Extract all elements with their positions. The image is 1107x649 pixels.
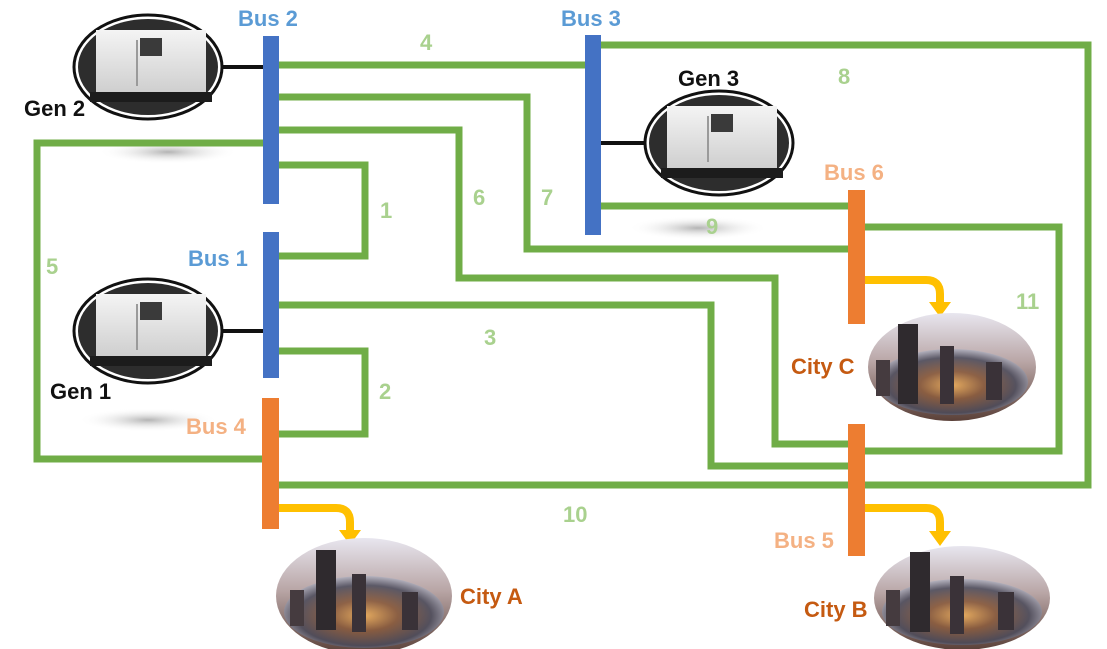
gen-1-label: Gen 1 — [50, 379, 111, 404]
city-a-image — [276, 538, 452, 649]
city-c-image — [868, 313, 1036, 421]
bus-5-label: Bus 5 — [774, 528, 834, 553]
city-a-tower-4 — [402, 592, 418, 630]
bus-6-label: Bus 6 — [824, 160, 884, 185]
city-c-tower-3 — [876, 360, 890, 396]
bus-6-bar — [848, 190, 865, 324]
bus-2-label: Bus 2 — [238, 6, 298, 31]
city-a-tower-3 — [290, 590, 304, 626]
generator-1 — [74, 279, 222, 383]
line-1 — [276, 165, 365, 256]
bus-3-label: Bus 3 — [561, 6, 621, 31]
city-b-tower-4 — [998, 592, 1014, 630]
gen1-base — [90, 356, 212, 366]
gen2-panel — [140, 38, 162, 56]
city-c-tower-2 — [940, 346, 954, 404]
bus-1-bar — [263, 232, 279, 378]
city-c-label: City C — [791, 354, 855, 379]
generator-3 — [645, 91, 793, 195]
line-5-label: 5 — [46, 254, 58, 279]
city-a-tower-1 — [316, 550, 336, 630]
gen-2-label: Gen 2 — [24, 96, 85, 121]
line-10-label: 10 — [563, 502, 587, 527]
generator-2 — [74, 15, 222, 119]
bus-1-label: Bus 1 — [188, 246, 248, 271]
gen1-door — [136, 304, 138, 350]
line-4-label: 4 — [420, 30, 433, 55]
line-2 — [276, 351, 365, 434]
city-a-label: City A — [460, 584, 523, 609]
load-arrow-city-c — [864, 280, 940, 304]
line-6-label: 6 — [473, 185, 485, 210]
city-b-label: City B — [804, 597, 868, 622]
line-8-label: 8 — [838, 64, 850, 89]
gen2-base — [90, 92, 212, 102]
load-arrow-city-a — [276, 508, 350, 532]
city-b-image — [874, 546, 1050, 649]
line-3-label: 3 — [484, 325, 496, 350]
line-2-label: 2 — [379, 379, 391, 404]
city-a-tower-2 — [352, 574, 366, 632]
line-11-label: 11 — [1016, 289, 1039, 314]
arrowhead-city-b — [929, 531, 951, 546]
load-arrow-city-b — [864, 508, 940, 533]
city-c-tower-1 — [898, 324, 918, 404]
gen1-panel — [140, 302, 162, 320]
city-c-tower-4 — [986, 362, 1002, 400]
gen-3-label: Gen 3 — [678, 66, 739, 91]
city-b-tower-2 — [950, 576, 964, 634]
line-1-label: 1 — [380, 198, 392, 223]
bus-5-bar — [848, 424, 865, 556]
gen3-shadow — [628, 216, 768, 240]
bus-4-label: Bus 4 — [186, 414, 247, 439]
city-b-tower-1 — [910, 552, 930, 632]
bus-3-bar — [585, 35, 601, 235]
gen3-base — [661, 168, 783, 178]
load-arrows — [276, 280, 940, 533]
generator-connectors — [222, 67, 648, 331]
line-9-label: 9 — [706, 214, 718, 239]
gen3-panel — [711, 114, 733, 132]
line-7-label: 7 — [541, 185, 553, 210]
city-b-tower-3 — [886, 590, 900, 626]
gen2-door — [136, 40, 138, 86]
bus-2-bar — [263, 36, 279, 204]
bus-4-bar — [262, 398, 279, 529]
gen3-door — [707, 116, 709, 162]
